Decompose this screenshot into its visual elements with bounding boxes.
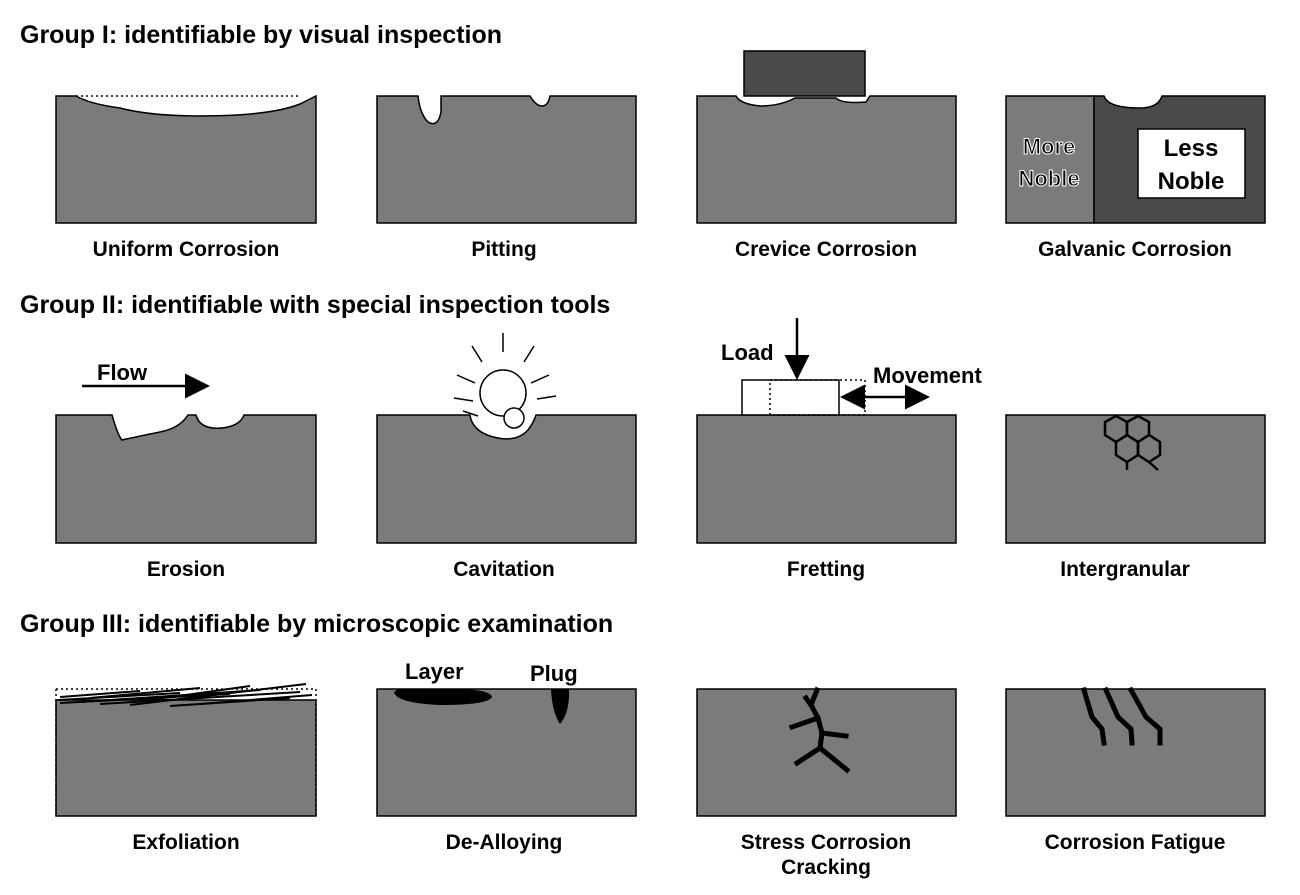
grain-boundaries: [1103, 414, 1162, 471]
pitting-caption: Pitting: [471, 238, 536, 261]
cavitation-diagram: [376, 333, 637, 544]
crevice-corrosion-caption: Crevice Corrosion: [735, 238, 917, 261]
uniform-corrosion-caption: Uniform Corrosion: [93, 238, 280, 261]
galvanic-corrosion-caption: Galvanic Corrosion: [1038, 238, 1232, 261]
flow-label: Flow: [97, 360, 148, 385]
crevice-corrosion-diagram: [696, 50, 957, 224]
group-2-heading: Group II: identifiable with special insp…: [20, 291, 610, 319]
intergranular-caption: Intergranular: [1060, 558, 1190, 581]
fretting-diagram: Load Movement: [696, 318, 982, 544]
fatigue-cracks: [1080, 686, 1163, 746]
cavitation-burst-lines: [453, 333, 557, 417]
de-alloying-caption: De-Alloying: [446, 831, 563, 854]
less-noble-label-1: Less: [1164, 135, 1219, 162]
more-noble-label-2: Noble: [1018, 166, 1079, 191]
load-label: Load: [721, 340, 774, 365]
galvanic-corrosion-diagram: More Noble Less Noble: [1005, 95, 1266, 224]
erosion-diagram: Flow: [55, 360, 317, 544]
fretting-caption: Fretting: [787, 558, 865, 581]
scc-caption-line-1: Stress Corrosion: [741, 831, 911, 854]
less-noble-label-2: Noble: [1158, 168, 1225, 195]
stress-cracks: [788, 686, 851, 774]
erosion-caption: Erosion: [147, 558, 225, 581]
scc-caption-line-2: Cracking: [781, 856, 871, 879]
plug-label: Plug: [530, 661, 578, 686]
stress-corrosion-cracking-diagram: [696, 686, 957, 817]
exfoliation-layers: [57, 683, 313, 707]
uniform-corrosion-diagram: [55, 94, 317, 224]
pitting-diagram: [376, 95, 637, 224]
layer-label: Layer: [405, 659, 464, 684]
exfoliation-diagram: [55, 683, 317, 817]
group-1-heading: Group I: identifiable by visual inspecti…: [20, 21, 502, 49]
cavitation-caption: Cavitation: [453, 558, 555, 581]
more-noble-label-1: More: [1023, 134, 1076, 159]
exfoliation-caption: Exfoliation: [132, 831, 239, 854]
de-alloying-diagram: Layer Plug: [376, 659, 637, 817]
corrosion-fatigue-caption: Corrosion Fatigue: [1045, 831, 1226, 854]
intergranular-diagram: [1005, 414, 1266, 544]
corrosion-fatigue-diagram: [1005, 686, 1266, 817]
group-3-heading: Group III: identifiable by microscopic e…: [20, 610, 613, 638]
movement-label: Movement: [873, 363, 982, 388]
